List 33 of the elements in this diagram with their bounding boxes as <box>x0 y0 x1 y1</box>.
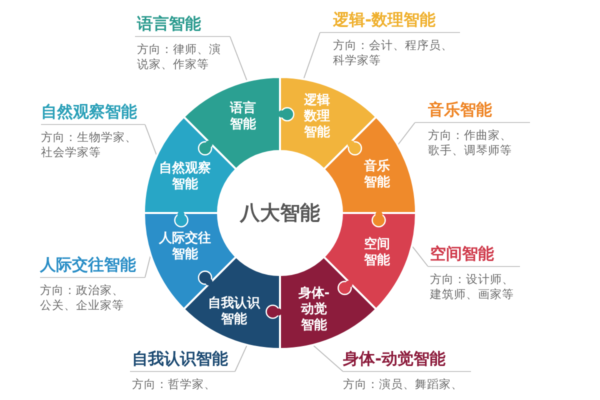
callout-text: 方向：政治家、公关、企业家等 <box>40 283 125 313</box>
leader-line <box>234 344 248 372</box>
callout-heading: 自我认识智能 <box>130 350 235 372</box>
callout-text: 方向：设计师、建筑师、画家等 <box>430 272 515 302</box>
leader-line <box>312 344 344 372</box>
callout-text: 方向：演员、舞蹈家、 <box>343 377 464 392</box>
hub-label: 八大智能 <box>240 200 320 226</box>
leader-line <box>303 32 320 80</box>
callout-heading: 自然观察智能 <box>41 103 145 125</box>
callout-text: 方向：律师、演说家、作家等 <box>137 42 222 72</box>
piece-label: 逻辑数理智能 <box>303 93 331 141</box>
callout-heading: 语言智能 <box>135 15 230 37</box>
callout-heading: 音乐智能 <box>415 101 530 123</box>
callout-text: 方向：哲学家、 <box>132 377 217 392</box>
piece-label: 空间智能 <box>363 237 391 269</box>
leader-line <box>144 124 158 156</box>
callout-text: 方向：会计、程序员、科学家等 <box>333 38 454 68</box>
callout-heading: 身体-动觉智能 <box>343 350 471 372</box>
leader-line <box>144 254 152 278</box>
piece-label: 语言智能 <box>229 101 257 133</box>
piece-label: 身体-动觉智能 <box>297 286 331 334</box>
callout-heading: 空间智能 <box>428 245 520 267</box>
leader-line <box>411 245 428 267</box>
callout-heading: 人际交往智能 <box>40 256 145 278</box>
leader-line <box>397 122 416 146</box>
callout-text: 方向：生物学家、社会学家等 <box>41 130 138 160</box>
piece-label: 自然观察智能 <box>158 161 212 193</box>
piece-label: 人际交往智能 <box>158 231 212 263</box>
leader-line <box>230 36 248 82</box>
callout-text: 方向：作曲家、歌手、调琴师等 <box>428 128 513 158</box>
callout-heading: 逻辑-数理智能 <box>320 11 460 33</box>
piece-label: 自我认识智能 <box>207 296 262 328</box>
piece-label: 音乐智能 <box>363 159 391 191</box>
